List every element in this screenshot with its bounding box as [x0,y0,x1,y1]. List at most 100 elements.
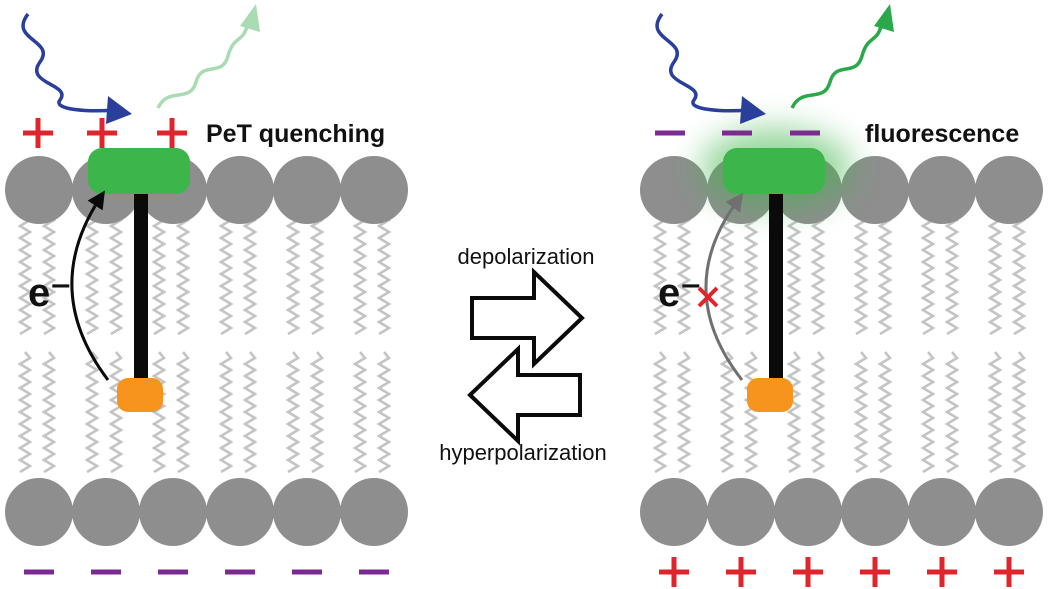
right-state-label: fluorescence [865,120,1019,148]
right-voltage-sensor: e⁻ [658,128,852,412]
equilibrium-arrows: depolarization hyperpolarization [439,244,607,465]
lipid-tail [175,213,191,336]
lipid-tail [352,213,368,336]
lipid-headgroup [206,478,274,546]
minus-charge [292,569,322,575]
lipid-tail [944,351,960,474]
minus-charge [24,569,54,575]
lipid-tail [218,213,234,336]
lipid-tail [309,351,325,474]
plus-charge [726,557,756,587]
wavy-arrow-icon [790,21,884,109]
blocked-electron-transfer-arrow [704,192,744,381]
hollow-arrow-icon [467,344,582,446]
fluorophore [723,148,825,194]
minus-charge [225,569,255,575]
molecular-wire [134,188,148,383]
lipid-tail [652,213,668,336]
minus-charge [359,569,389,575]
wavy-arrow-icon [21,12,115,113]
left-lipid-tails [17,213,392,474]
electron-transfer-arrow [70,190,110,381]
lipid-tail [810,351,826,474]
lipid-headgroup [273,156,341,224]
lipid-tail [352,351,368,474]
lipid-tail [719,213,735,336]
lipid-tail [17,213,33,336]
lipid-tail [309,213,325,336]
right-bottom-headgroups [640,478,1043,546]
electron-label: e⁻ [658,271,701,315]
lipid-headgroup [340,478,408,546]
lipid-tail [41,213,57,336]
left-top-charges [23,118,187,148]
lipid-headgroup [841,478,909,546]
lipid-headgroup [640,156,708,224]
plus-charge [157,118,187,148]
plus-charge [927,557,957,587]
left-emission-arrow-faded [156,4,260,109]
plus-charge [860,557,890,587]
red-x-icon [697,286,719,308]
minus-charge [655,130,685,136]
lipid-tail [1011,351,1027,474]
lipid-headgroup [139,478,207,546]
right-membrane [640,156,1043,546]
lipid-tail [920,213,936,336]
minus-charge [158,569,188,575]
left-excitation-arrow [21,12,132,124]
quencher-donor [117,378,163,412]
right-emission-arrow [790,4,894,109]
wavy-arrow-icon [156,21,250,109]
left-bottom-headgroups [5,478,408,546]
lipid-tail [786,213,802,336]
quencher-donor [747,378,793,412]
minus-charge [91,569,121,575]
hollow-arrow-icon [470,267,585,369]
plus-charge [659,557,689,587]
lipid-tail [17,351,33,474]
lipid-tail [108,351,124,474]
lipid-tail [719,351,735,474]
lipid-tail [84,213,100,336]
depolarization-label: depolarization [458,244,595,269]
lipid-tail [810,213,826,336]
lipid-headgroup [975,478,1043,546]
lipid-tail [108,213,124,336]
lipid-tail [175,351,191,474]
molecular-wire [769,188,783,383]
minus-charge [790,130,820,136]
lipid-tail [285,213,301,336]
lipid-tail [376,213,392,336]
lipid-tail [84,351,100,474]
lipid-tail [987,213,1003,336]
lipid-headgroup [5,478,73,546]
plus-charge [793,557,823,587]
lipid-tail [285,351,301,474]
lipid-headgroup [707,478,775,546]
right-lipid-tails [652,213,1027,474]
lipid-tail [987,351,1003,474]
lipid-headgroup [340,156,408,224]
lipid-headgroup [5,156,73,224]
right-excitation-arrow [655,12,766,124]
arrowhead [106,96,132,124]
left-state-label: PeT quenching [206,120,385,148]
minus-charge [722,130,752,136]
right-top-charges [655,130,820,136]
lipid-tail [853,213,869,336]
lipid-tail [218,351,234,474]
lipid-tail [786,351,802,474]
left-membrane [5,156,408,546]
arrowhead [740,96,766,124]
lipid-headgroup [908,478,976,546]
lipid-headgroup [273,478,341,546]
lipid-headgroup [640,478,708,546]
hyperpolarization-label: hyperpolarization [439,440,607,465]
lipid-tail [944,213,960,336]
lipid-tail [676,351,692,474]
plus-charge [994,557,1024,587]
lipid-tail [151,213,167,336]
